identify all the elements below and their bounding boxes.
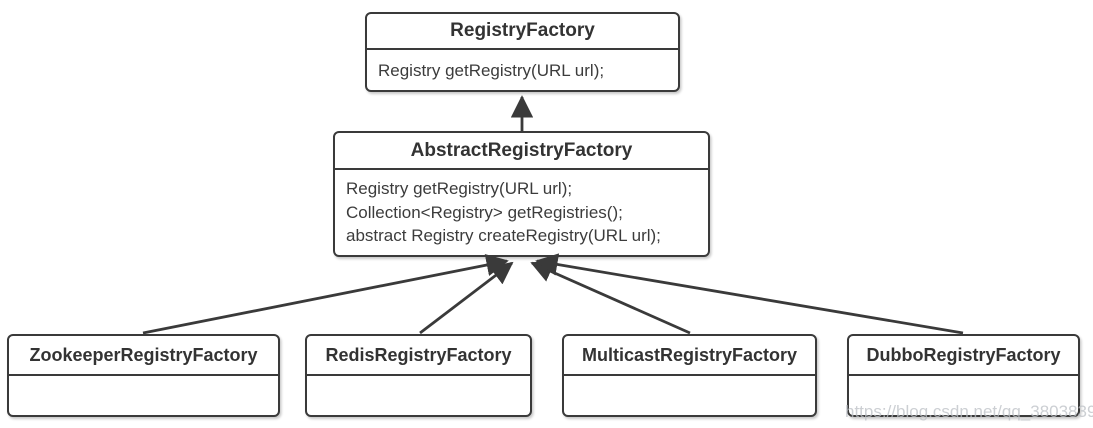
class-box-multicastregistryfactory: MulticastRegistryFactory	[562, 334, 817, 417]
class-box-zookeeperregistryfactory: ZookeeperRegistryFactory	[7, 334, 280, 417]
method-getregistry: Registry getRegistry(URL url);	[346, 179, 573, 198]
class-title-multicastregistryfactory: MulticastRegistryFactory	[564, 336, 815, 376]
class-methods-registryfactory: Registry getRegistry(URL url);	[367, 50, 678, 83]
class-box-abstractregistryfactory: AbstractRegistryFactory Registry getRegi…	[333, 131, 710, 257]
class-title-dubboregistryfactory: DubboRegistryFactory	[849, 336, 1078, 376]
inheritance-arrow-redis-to-abstract	[419, 261, 514, 335]
method-createregistry: abstract Registry createRegistry(URL url…	[346, 226, 661, 245]
class-title-registryfactory: RegistryFactory	[367, 14, 678, 50]
csdn-watermark: https://blog.csdn.net/qq_38038396	[845, 402, 1093, 421]
inheritance-arrow-zookeeper-to-abstract	[142, 253, 509, 335]
method-getregistries: Collection<Registry> getRegistries();	[346, 202, 623, 222]
class-title-zookeeperregistryfactory: ZookeeperRegistryFactory	[9, 336, 278, 376]
class-methods-multicastregistryfactory	[564, 376, 815, 383]
class-box-redisregistryfactory: RedisRegistryFactory	[305, 334, 532, 417]
class-title-redisregistryfactory: RedisRegistryFactory	[307, 336, 530, 376]
class-box-dubboregistryfactory: DubboRegistryFactory	[847, 334, 1080, 417]
class-box-registryfactory: RegistryFactory Registry getRegistry(URL…	[365, 12, 680, 92]
class-methods-dubboregistryfactory	[849, 376, 1078, 383]
inheritance-arrow-multicast-to-abstract	[530, 261, 691, 335]
class-methods-zookeeperregistryfactory	[9, 376, 278, 383]
class-title-abstractregistryfactory: AbstractRegistryFactory	[335, 133, 708, 170]
class-methods-redisregistryfactory	[307, 376, 530, 383]
class-methods-abstractregistryfactory: Registry getRegistry(URL url); Collectio…	[335, 170, 708, 248]
method-getregistry: Registry getRegistry(URL url);	[378, 61, 605, 80]
inheritance-arrow-dubbo-to-abstract	[535, 253, 964, 335]
